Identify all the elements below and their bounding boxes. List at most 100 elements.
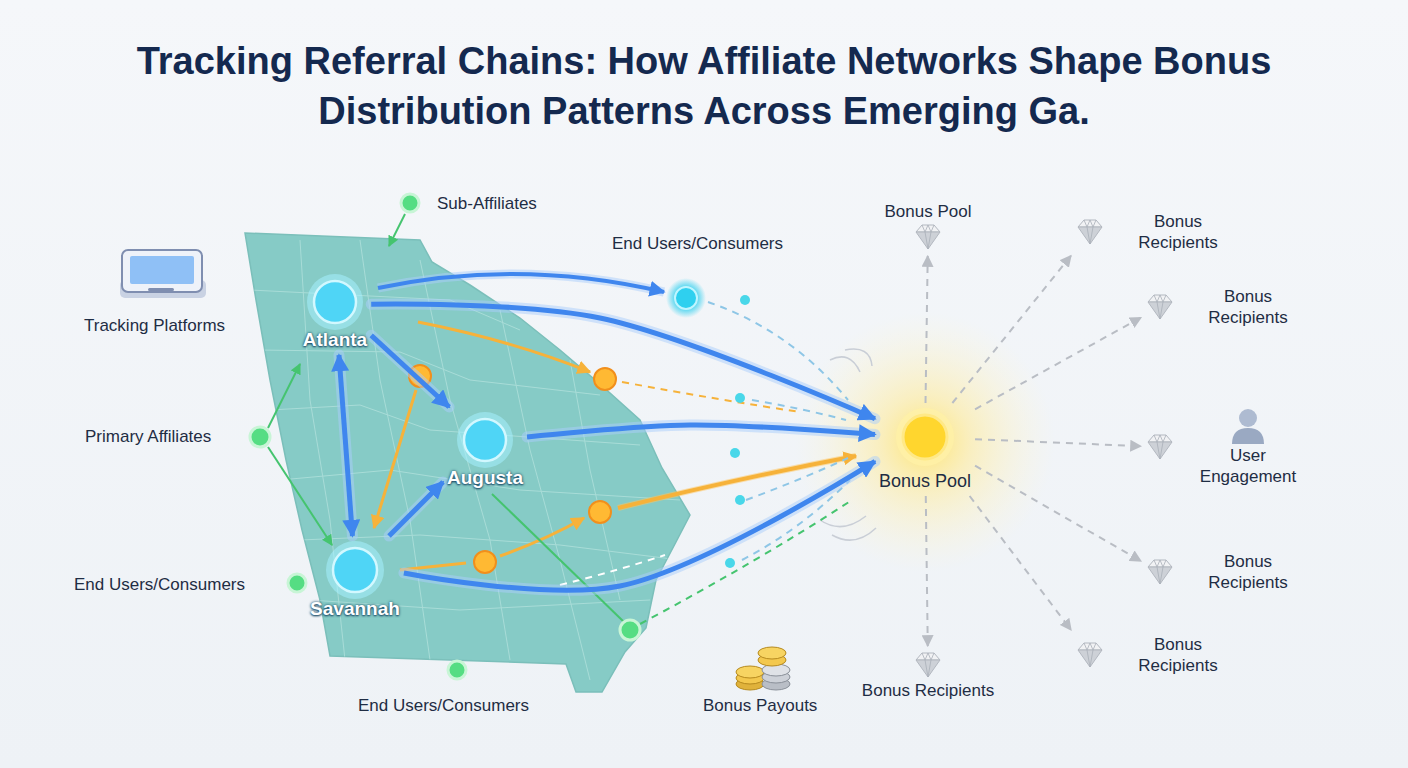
map-label: Tracking Platforms (84, 316, 225, 336)
decor-polygon (1148, 295, 1172, 302)
decor-path (378, 274, 664, 292)
decor-polygon (1078, 227, 1102, 244)
decor-path (820, 516, 866, 527)
city-circle (325, 540, 385, 600)
bonus-diamond (1145, 557, 1175, 587)
decor-circle (401, 194, 419, 212)
bonus-diamond (1145, 432, 1175, 462)
recipient-label: Bonus Recipients (862, 680, 994, 701)
decor-circle (725, 558, 735, 568)
decor-path (1232, 428, 1264, 444)
edge-glow (371, 335, 449, 407)
decor-circle (666, 278, 706, 318)
decor-polygon (1148, 560, 1172, 567)
recipient-node: Bonus Recipients (1145, 551, 1303, 593)
decor-path (922, 225, 934, 249)
user-icon (1228, 407, 1268, 445)
city-label: Atlanta (303, 329, 367, 351)
text-column: Bonus Recipients (1123, 634, 1233, 676)
city-node: Atlanta (303, 273, 367, 351)
decor-path (1084, 643, 1096, 667)
edge-glow (371, 304, 875, 419)
edge-glow (527, 425, 875, 437)
edge-glow (389, 482, 443, 536)
map-label: Sub-Affiliates (437, 194, 537, 214)
text-column: Bonus Recipients (1123, 211, 1233, 253)
recipient-node: Bonus Recipients (1075, 211, 1233, 253)
decor-path (832, 528, 876, 540)
decor-circle (594, 368, 616, 390)
recipient-node: Bonus Pool (885, 201, 972, 252)
recipient-node: Bonus Recipients (1145, 286, 1303, 328)
bonus-diamond (1075, 217, 1105, 247)
bonus-diamond (1075, 640, 1105, 670)
decor-path (922, 653, 934, 677)
referral-arrow (404, 461, 875, 590)
decor-ellipse (758, 647, 786, 659)
decor-circle (448, 661, 466, 679)
decor-circle (288, 574, 306, 592)
bonus-diamond (913, 650, 943, 680)
decor-circle (333, 548, 377, 592)
recipient-node: Bonus Recipients (862, 650, 994, 701)
referral-arrow (371, 335, 449, 407)
referral-arrow (389, 482, 443, 536)
city-label: Augusta (447, 467, 523, 489)
recipient-label: Bonus Pool (885, 201, 972, 222)
decor-circle (620, 620, 640, 640)
decor-path (492, 494, 624, 622)
pool-circle (895, 407, 955, 467)
decor-circle (740, 295, 750, 305)
coins-icon (736, 647, 790, 690)
payout-arrow (975, 318, 1141, 410)
decor-circle (326, 541, 384, 599)
decor-circle (474, 551, 496, 573)
referral-arrow (371, 304, 875, 419)
decor-circle (314, 281, 356, 323)
bonus-diamond (913, 222, 943, 252)
decor-circle (903, 415, 947, 459)
city-node: Savannah (310, 540, 400, 620)
decor-path (374, 390, 416, 528)
decor-rect (122, 250, 202, 292)
map-label: End Users/Consumers (74, 575, 245, 595)
bonus-pool-node: Bonus Pool (879, 407, 971, 492)
decor-path (1154, 435, 1166, 459)
decor-polygon (1148, 442, 1172, 459)
city-circle (456, 411, 514, 469)
end-user-dot (675, 287, 697, 309)
decor-polygon (1078, 220, 1102, 227)
decor-rect (130, 256, 194, 284)
edge-glow (404, 461, 875, 590)
map-label: Bonus Payouts (703, 696, 817, 716)
map-label: Primary Affiliates (85, 427, 211, 447)
referral-arrow (378, 274, 664, 292)
city-node: Augusta (447, 411, 523, 489)
decor-path (845, 349, 872, 366)
decor-polygon (1148, 302, 1172, 319)
decor-path (622, 382, 800, 412)
decor-circle (307, 274, 363, 330)
decor-path (1154, 560, 1166, 584)
tablet-icon (120, 250, 206, 298)
recipient-label: User Engagement (1193, 445, 1303, 487)
recipient-node: Bonus Recipients (1075, 634, 1233, 676)
decor-circle (730, 448, 740, 458)
decor-polygon (1078, 643, 1102, 650)
decor-circle (896, 408, 954, 466)
pool-glow (795, 312, 1055, 572)
recipient-label: Bonus Recipients (1193, 286, 1303, 328)
recipient-label: Bonus Recipients (1123, 211, 1233, 253)
payout-arrow (952, 256, 1071, 403)
decor-path (570, 360, 620, 600)
map-label: End Users/Consumers (612, 234, 783, 254)
map-label: End Users/Consumers (358, 696, 529, 716)
payout-arrow (926, 256, 928, 403)
decor-circle (250, 427, 270, 447)
decor-ellipse (736, 666, 764, 678)
decor-path (708, 302, 848, 400)
decor-circle (735, 393, 745, 403)
pool-label: Bonus Pool (879, 471, 971, 492)
decor-polygon (916, 232, 940, 249)
